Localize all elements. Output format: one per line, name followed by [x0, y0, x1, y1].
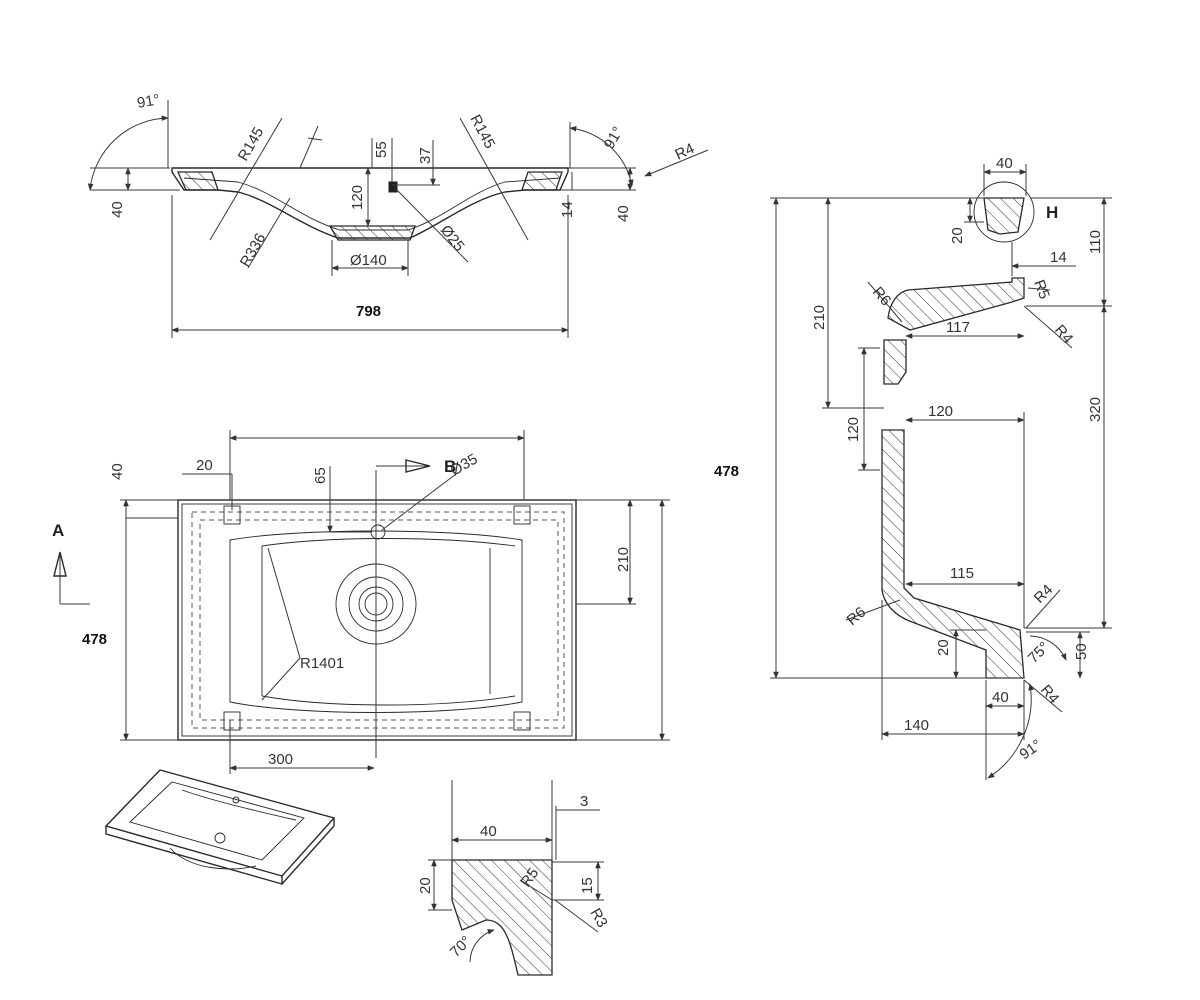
plan-dim-40: 40 [109, 463, 126, 480]
plan-height-478: 478 [82, 631, 107, 648]
side-section-view: H 40 20 478 210 120 R6 117 [714, 155, 1112, 780]
sec-dim-50: 50 [1073, 643, 1090, 660]
dim-37: 37 [417, 147, 434, 164]
dim-14: 14 [559, 201, 576, 218]
sec-dim-20-low: 20 [935, 639, 952, 656]
sec-r4-bottom: R4 [1037, 682, 1062, 708]
sec-r4-low: R4 [1031, 581, 1057, 607]
radius-r145-left: R145 [235, 124, 268, 164]
plan-dim-d35: Ø35 [448, 451, 481, 480]
radius-r336: R336 [237, 230, 270, 270]
sec-r6-low: R6 [844, 604, 870, 629]
sec-dim-14: 14 [1050, 249, 1067, 266]
sec-dim-20-top: 20 [949, 227, 966, 244]
sec-r4-mid: R4 [1051, 322, 1076, 348]
detail-mark-h: H [1046, 203, 1058, 222]
plan-dim-65: 65 [312, 467, 329, 484]
plan-dim-20: 20 [196, 457, 213, 474]
detail-dim-20: 20 [417, 877, 434, 894]
dim-40-right: 40 [615, 205, 632, 222]
radius-r145-right: R145 [466, 112, 498, 152]
sec-angle-75: 75° [1025, 639, 1053, 667]
top-section-view: 798 91° 91° 40 40 14 R4 R145 R145 R [87, 91, 709, 338]
isometric-sink-sketch [104, 769, 336, 885]
dim-55: 55 [373, 141, 390, 158]
detail-dim-40: 40 [480, 823, 497, 840]
bowl-outline [229, 530, 523, 713]
sec-r5: R5 [1030, 278, 1053, 302]
tap-hole [370, 524, 386, 540]
angle-91-left: 91° [136, 91, 161, 112]
detail-r3: R3 [587, 906, 611, 931]
sec-angle-91: 91° [1017, 736, 1045, 763]
sec-dim-115: 115 [950, 565, 974, 582]
dim-120: 120 [349, 185, 366, 210]
plan-dim-300: 300 [268, 751, 293, 768]
sec-dim-120-left: 120 [845, 417, 862, 442]
rim-detail: 40 3 20 15 R5 R3 70° [417, 780, 611, 976]
drain-section [328, 225, 416, 241]
plan-view: 478 40 20 65 B Ø35 A 210 R1401 [52, 430, 670, 774]
sec-dim-210: 210 [811, 305, 828, 330]
sec-dim-110: 110 [1087, 230, 1104, 254]
dim-d25: Ø25 [437, 222, 468, 255]
sec-height-478: 478 [714, 463, 739, 480]
basin-inner [183, 177, 561, 231]
sec-dim-40-top: 40 [996, 155, 1013, 172]
angle-91-right: 91° [601, 124, 627, 152]
section-mark-b: B [444, 457, 456, 476]
rim-left-section [176, 171, 219, 191]
radius-r4-top: R4 [673, 140, 698, 164]
detail-dim-3: 3 [580, 793, 588, 810]
section-mark-a: A [52, 521, 64, 540]
detail-dim-15: 15 [579, 877, 596, 894]
dim-40-left: 40 [109, 201, 126, 218]
plan-r1401: R1401 [300, 655, 344, 672]
overflow-hole [388, 181, 398, 193]
sec-dim-40-low: 40 [992, 689, 1009, 706]
sec-dim-320: 320 [1087, 397, 1104, 422]
dim-d140: Ø140 [350, 252, 387, 269]
width-798: 798 [356, 303, 381, 320]
rim-right-section [521, 171, 563, 191]
sec-dim-120-top: 120 [928, 403, 953, 420]
plan-dim-210: 210 [615, 547, 632, 572]
plan-outline [177, 499, 577, 741]
sec-dim-117: 117 [946, 319, 970, 336]
sec-dim-140: 140 [904, 717, 929, 734]
